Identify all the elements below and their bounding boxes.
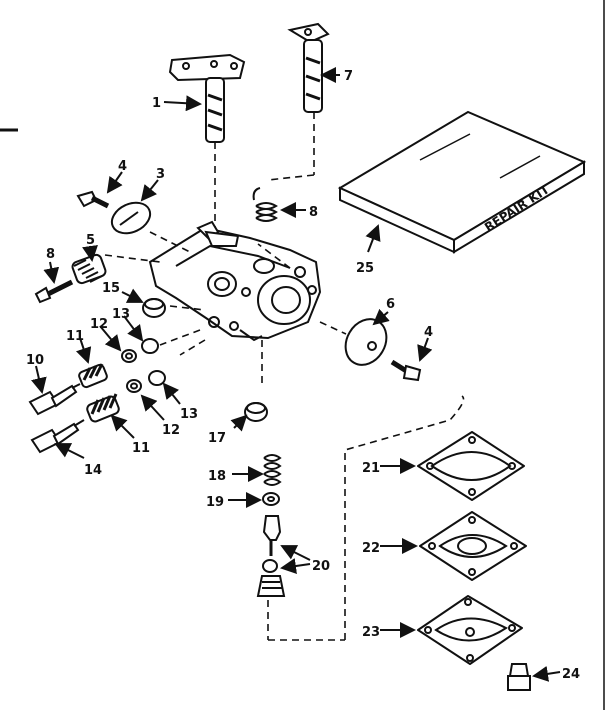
callout-6: 6	[386, 297, 395, 312]
callout-18: 18	[208, 469, 226, 484]
part-cup-17	[244, 402, 268, 422]
part-carburetor-body	[148, 220, 322, 342]
callout-12-bottom: 12	[162, 423, 180, 438]
callout-4-top: 4	[118, 159, 127, 174]
part-diaphragm-22	[419, 511, 527, 581]
callout-5: 5	[86, 233, 95, 248]
callout-11-bottom: 11	[132, 441, 150, 456]
part-cover-23	[417, 595, 523, 665]
callout-11-top: 11	[66, 329, 84, 344]
callout-8-top: 8	[309, 205, 318, 220]
callout-3: 3	[156, 167, 165, 182]
callout-labels: 1 7 8 4 3 5 8 15 11 12 13 10 14 11 12 13…	[26, 69, 580, 682]
part-spring-5	[71, 253, 107, 285]
callout-13-bottom: 13	[180, 407, 198, 422]
part-screw-top	[76, 190, 110, 209]
part-spring-18	[263, 454, 282, 486]
callout-20: 20	[312, 559, 330, 574]
part-throttle-shaft	[168, 53, 246, 143]
callout-17: 17	[208, 431, 226, 446]
part-choke-plate	[344, 318, 388, 366]
part-washer-12a	[121, 349, 137, 363]
part-washer-19	[262, 492, 280, 506]
callout-14: 14	[84, 463, 102, 478]
callout-12-top: 12	[90, 317, 108, 332]
part-needle-14	[30, 419, 85, 454]
part-needle-20	[256, 515, 286, 597]
part-spring-11a	[78, 363, 108, 389]
callout-19: 19	[206, 495, 224, 510]
callout-25: 25	[356, 261, 374, 276]
callout-22: 22	[362, 541, 380, 556]
part-washer-12b	[126, 379, 142, 393]
part-repair-kit: REPAIR KIT	[337, 110, 587, 254]
part-needle-10	[28, 383, 81, 416]
part-plug-15	[142, 298, 166, 318]
callout-10: 10	[26, 353, 44, 368]
part-gasket-21	[417, 431, 525, 501]
callout-1: 1	[152, 96, 161, 111]
part-oring-13b	[148, 370, 166, 386]
callout-13-top: 13	[112, 307, 130, 322]
part-oring-13a	[141, 338, 159, 354]
callout-7: 7	[344, 69, 353, 84]
callout-15: 15	[102, 281, 120, 296]
part-screw-24	[507, 663, 531, 691]
leader-lines	[31, 67, 561, 682]
part-spring-top	[252, 187, 278, 222]
part-screw-right	[390, 359, 422, 382]
callout-23: 23	[362, 625, 380, 640]
part-spring-11b	[86, 393, 120, 423]
part-throttle-plate	[110, 201, 152, 235]
callout-24: 24	[562, 667, 580, 682]
callout-4-right: 4	[424, 325, 433, 340]
part-screw-8	[34, 279, 74, 304]
callout-21: 21	[362, 461, 380, 476]
callout-8-left: 8	[46, 247, 55, 262]
part-choke-shaft	[287, 22, 330, 113]
